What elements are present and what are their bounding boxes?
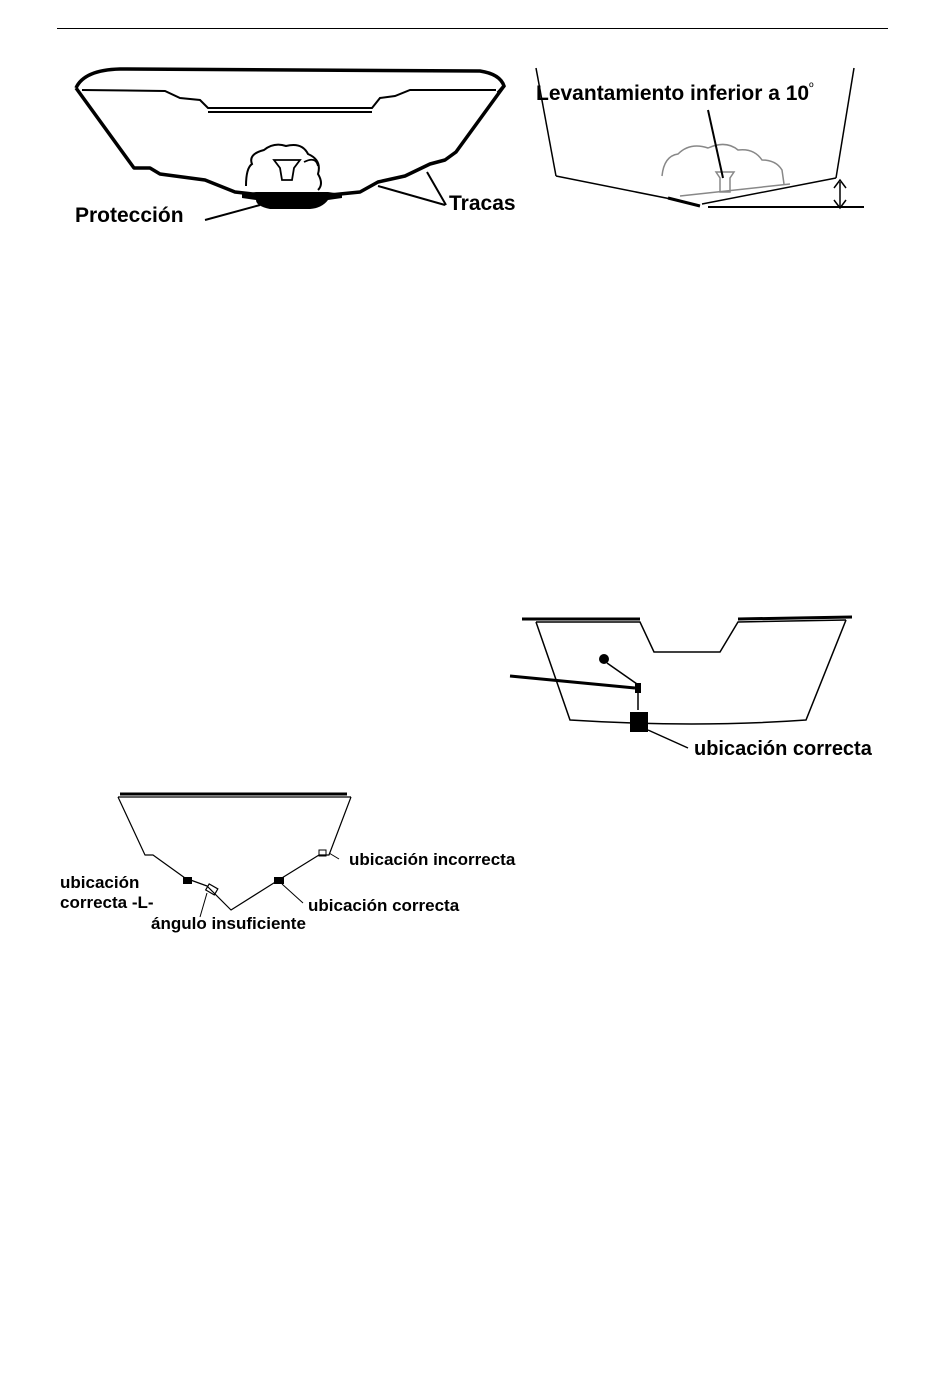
label-protection: Protección: [75, 205, 184, 226]
figure-stepped-hull: ubicación incorrecta ubicación correcta …: [55, 785, 545, 940]
label-deadrise-text: Levantamiento inferior a 10: [536, 82, 809, 105]
label-correct-l-line1: ubicación: [60, 874, 139, 891]
degree-symbol: º: [809, 80, 813, 94]
label-incorrect-location: ubicación incorrecta: [349, 851, 515, 868]
label-correct-location-right: ubicación correcta: [308, 897, 459, 914]
label-correct-l-line2: correcta -L-: [60, 894, 154, 911]
label-strakes: Tracas: [449, 193, 516, 214]
figure-deadrise: Levantamiento inferior a 10º: [530, 60, 870, 220]
label-insufficient-angle: ángulo insuficiente: [151, 915, 306, 932]
header-rule: [57, 28, 888, 29]
label-deadrise: Levantamiento inferior a 10º: [536, 83, 813, 104]
label-correct-location: ubicación correcta: [694, 739, 872, 759]
figure-hull-protection: Protección Tracas: [60, 60, 530, 230]
figure-correct-location: ubicación correcta: [500, 610, 900, 770]
